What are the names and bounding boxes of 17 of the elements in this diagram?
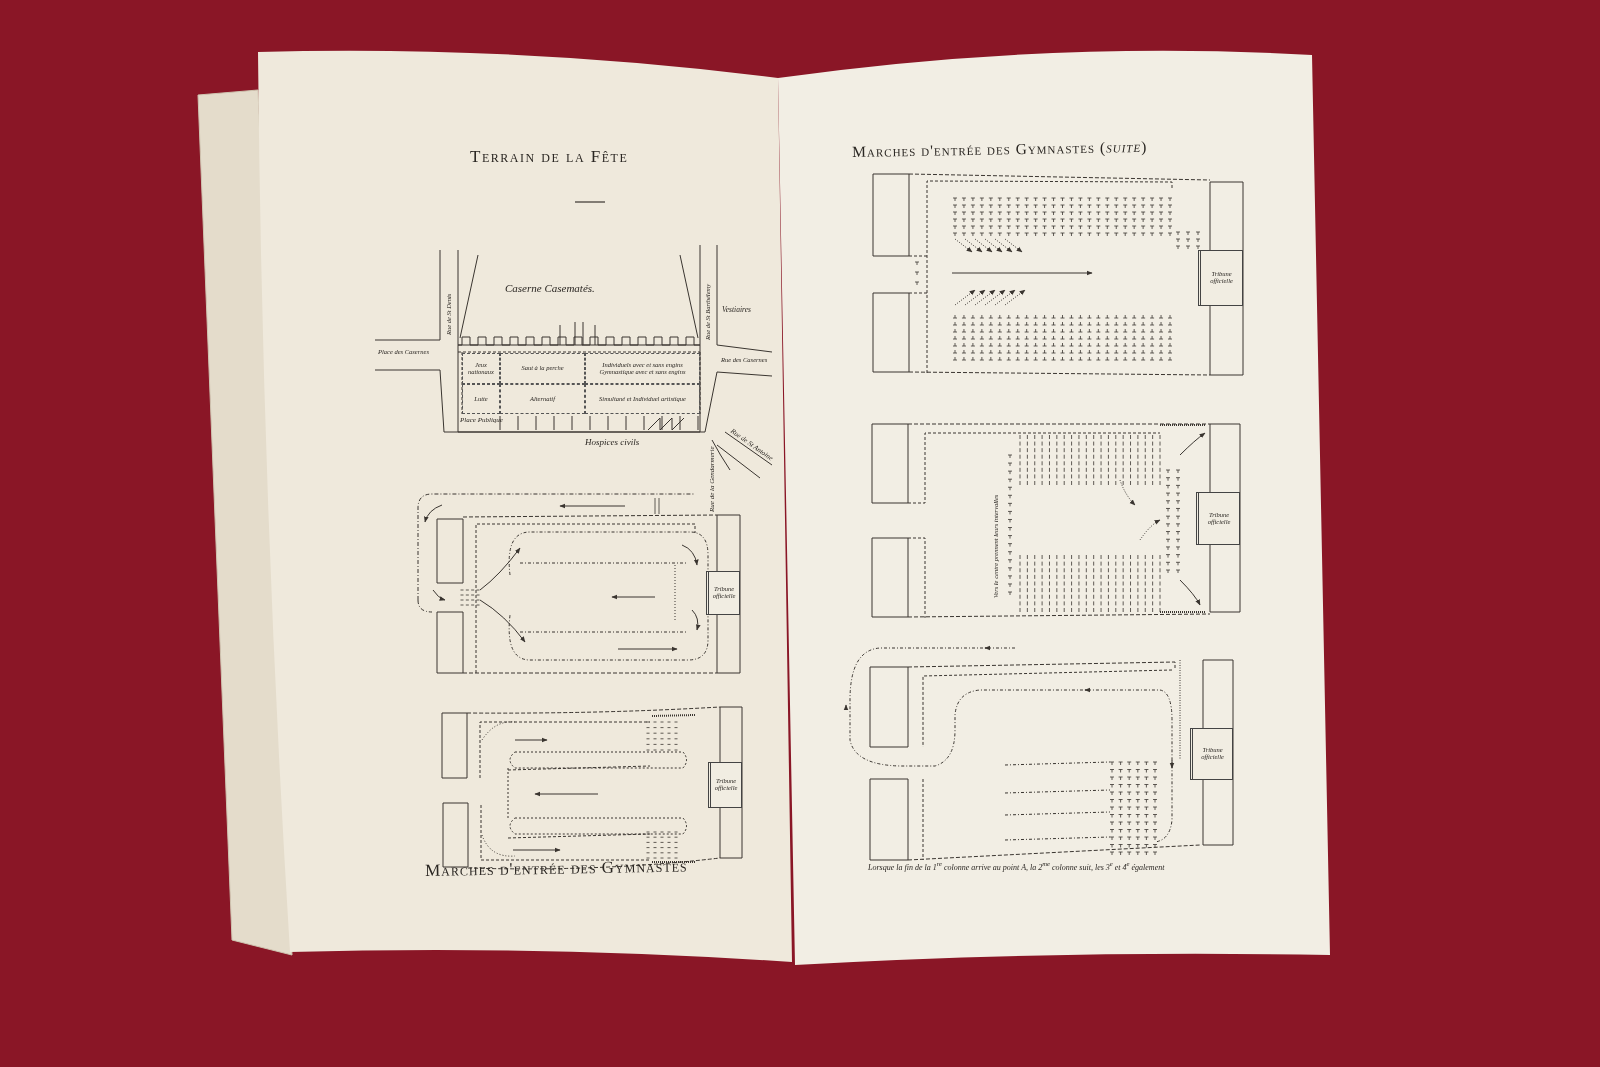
handwritten-label: Hospices civils: [585, 438, 641, 448]
field-zone: [585, 384, 700, 414]
caption: Lorsque la fin de la 1$^{re}$ colonne arrive au point A, la 2$^{me}$ colonne suit, les 3$^{e}$ et 4$^{e}$ également: [868, 860, 1166, 873]
field-zone: [585, 353, 700, 384]
heading: Marches d'entrée des Gymnastes: [425, 856, 689, 881]
field-zone: [500, 384, 585, 414]
field-zone: [462, 384, 500, 414]
heading: Marches d'entrée des Gymnastes (suite): [852, 136, 1149, 161]
title: Terrain de la Fête: [470, 148, 629, 167]
field-zone: [462, 353, 500, 384]
grandstand-box: [1196, 492, 1240, 545]
field-zone: [500, 353, 585, 384]
grandstand-box: [706, 571, 740, 615]
grandstand-box: [1190, 728, 1233, 780]
handwritten-label: Caserne Casematés.: [505, 282, 596, 295]
grandstand-box: [708, 762, 742, 808]
grandstand-box: [1198, 250, 1243, 306]
